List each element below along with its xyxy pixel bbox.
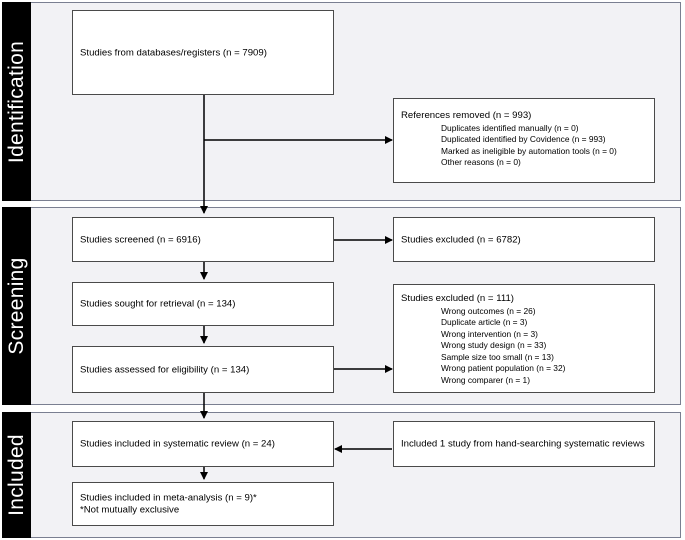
systematic-box: Studies included in systematic review (n… <box>72 421 334 467</box>
excluded2-item: Wrong comparer (n = 1) <box>441 375 530 386</box>
meta-note: *Not mutually exclusive <box>80 504 180 515</box>
handsearch-box: Included 1 study from hand-searching sys… <box>393 421 655 467</box>
removed-item: Marked as ineligible by automation tools… <box>441 145 617 156</box>
excluded2-item: Wrong intervention (n = 3) <box>441 328 538 339</box>
stage-included: Included <box>2 412 31 538</box>
excluded1-box: Studies excluded (n = 6782) <box>393 217 655 262</box>
removed-item: Duplicated identified by Covidence (n = … <box>441 134 606 145</box>
assessed-box: Studies assessed for eligibility (n = 13… <box>72 346 334 393</box>
sought-text: Studies sought for retrieval (n = 134) <box>80 298 236 310</box>
excluded2-item: Wrong study design (n = 33) <box>441 340 547 351</box>
excluded2-item: Wrong patient population (n = 32) <box>441 363 566 374</box>
excluded2-item: Sample size too small (n = 13) <box>441 351 554 362</box>
systematic-text: Studies included in systematic review (n… <box>80 438 275 450</box>
removed-box: References removed (n = 993) Duplicates … <box>393 98 655 183</box>
removed-item: Other reasons (n = 0) <box>441 157 521 168</box>
excluded2-box: Studies excluded (n = 111) Wrong outcome… <box>393 284 655 393</box>
removed-title: References removed (n = 993) <box>401 110 532 121</box>
meta-box: Studies included in meta-analysis (n = 9… <box>72 482 334 526</box>
excluded2-title: Studies excluded (n = 111) <box>401 293 514 304</box>
handsearch-text: Included 1 study from hand-searching sys… <box>401 438 645 450</box>
screened-text: Studies screened (n = 6916) <box>80 233 201 245</box>
excluded2-item: Duplicate article (n = 3) <box>441 317 528 328</box>
screened-box: Studies screened (n = 6916) <box>72 217 334 262</box>
records-box: Studies from databases/registers (n = 79… <box>72 10 334 95</box>
removed-item: Duplicates identified manually (n = 0) <box>441 122 579 133</box>
sought-box: Studies sought for retrieval (n = 134) <box>72 282 334 326</box>
meta-text: Studies included in meta-analysis (n = 9… <box>80 492 257 504</box>
excluded1-text: Studies excluded (n = 6782) <box>401 233 521 245</box>
excluded2-item: Wrong outcomes (n = 26) <box>441 305 536 316</box>
assessed-text: Studies assessed for eligibility (n = 13… <box>80 363 250 375</box>
records-text: Studies from databases/registers (n = 79… <box>80 46 267 58</box>
stage-identification: Identification <box>2 2 31 201</box>
stage-screening: Screening <box>2 207 31 405</box>
